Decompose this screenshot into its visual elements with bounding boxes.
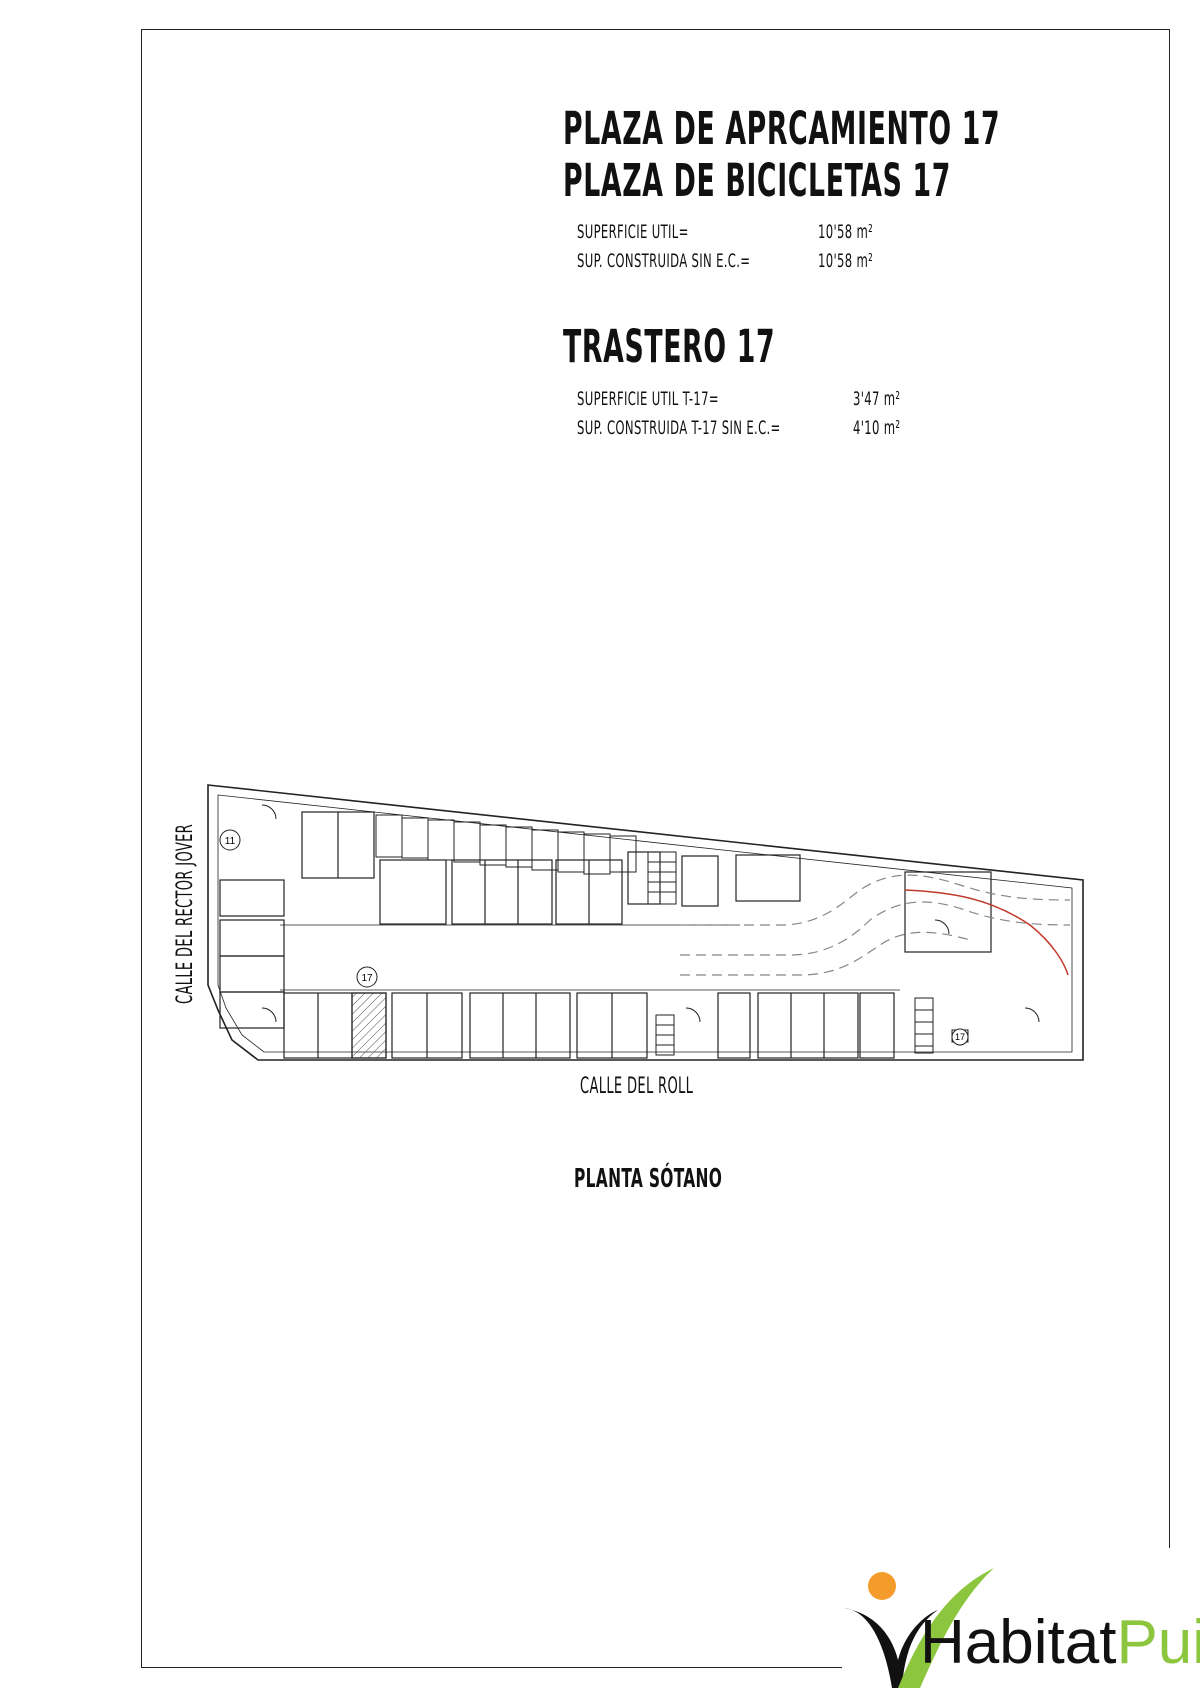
storage-cells-top (375, 814, 637, 875)
marker-storage-17-circle (951, 1028, 969, 1046)
parking-spec-label-1: SUPERFICIE UTIL= (577, 221, 689, 243)
plan-outline (207, 784, 1084, 1061)
marker-parking-17-text: 17 (361, 973, 373, 984)
storage-title: TRASTERO 17 (563, 320, 776, 373)
bicycle-title: PLAZA DE BICICLETAS 17 (563, 154, 951, 207)
floor-label: PLANTA SÓTANO (574, 1164, 723, 1194)
marker-storage-17-text: 17 (955, 1032, 965, 1042)
street-label-bottom: CALLE DEL ROLL (580, 1074, 694, 1099)
parking-spec-value-2: 10'58 m² (818, 250, 874, 272)
parking-bays-left (219, 879, 285, 1029)
storage-spec-label-2: SUP. CONSTRUIDA T-17 SIN E.C.= (577, 417, 781, 439)
storage-spec-value-2: 4'10 m² (853, 417, 901, 439)
storage-spec-label-1: SUPERFICIE UTIL T-17= (577, 388, 719, 410)
street-label-left: CALLE DEL RECTOR JOVER (173, 823, 198, 1004)
stair-cores (647, 851, 934, 1056)
habitatpuig-logo: HabitatPuig (842, 1548, 1200, 1698)
parking-spec-label-2: SUP. CONSTRUIDA SIN E.C.= (577, 250, 751, 272)
ramp-lanes (680, 874, 1071, 976)
drawing-frame (141, 29, 1170, 1668)
door-swings (261, 804, 1040, 1023)
marker-parking-17-circle (356, 966, 378, 988)
parking-bays-top (301, 811, 992, 953)
parking-spec-value-1: 10'58 m² (818, 221, 874, 243)
logo-wordmark: HabitatPuig (920, 1612, 1200, 1674)
logo-leaf-icon (844, 1568, 994, 1688)
marker-bike-text: 11 (225, 836, 236, 847)
marker-bike-circle (219, 829, 241, 851)
parking-title: PLAZA DE APRCAMIENTO 17 (563, 102, 1001, 155)
parking-17-hatch (351, 992, 387, 1059)
storage-spec-value-1: 3'47 m² (853, 388, 901, 410)
ramp-curve (904, 889, 1069, 976)
logo-word-puig: Puig (1116, 1608, 1200, 1677)
logo-word-habitat: Habitat (920, 1608, 1117, 1677)
